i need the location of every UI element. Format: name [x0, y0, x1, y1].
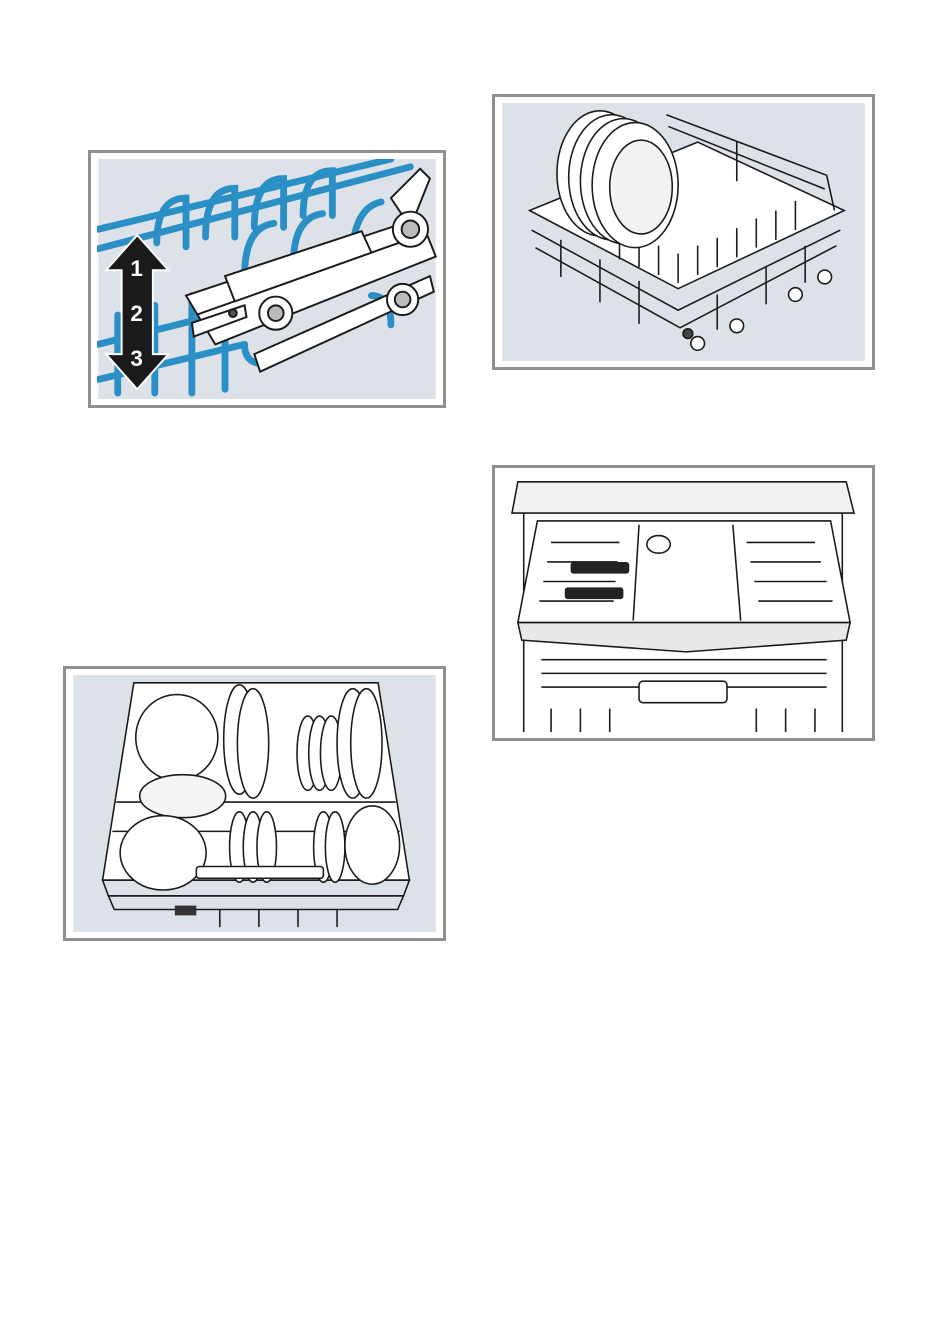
rack-height-adjust-figure: 1 2 3: [88, 150, 446, 408]
cutlery-drawer-figure: [492, 465, 875, 741]
cutlery-drawer-illustration: [501, 474, 866, 732]
upper-basket-illustration: [501, 103, 866, 361]
rack-height-illustration: 1 2 3: [97, 159, 437, 399]
lower-basket-loaded-figure: [63, 666, 446, 941]
upper-basket-plates-figure: [492, 94, 875, 370]
level-3-label: 3: [130, 346, 142, 371]
basket-wheel: [175, 906, 196, 916]
level-2-label: 2: [130, 301, 142, 326]
level-1-label: 1: [130, 256, 142, 281]
cutlery-drawer: [518, 521, 850, 652]
lower-basket-illustration: [72, 675, 437, 932]
